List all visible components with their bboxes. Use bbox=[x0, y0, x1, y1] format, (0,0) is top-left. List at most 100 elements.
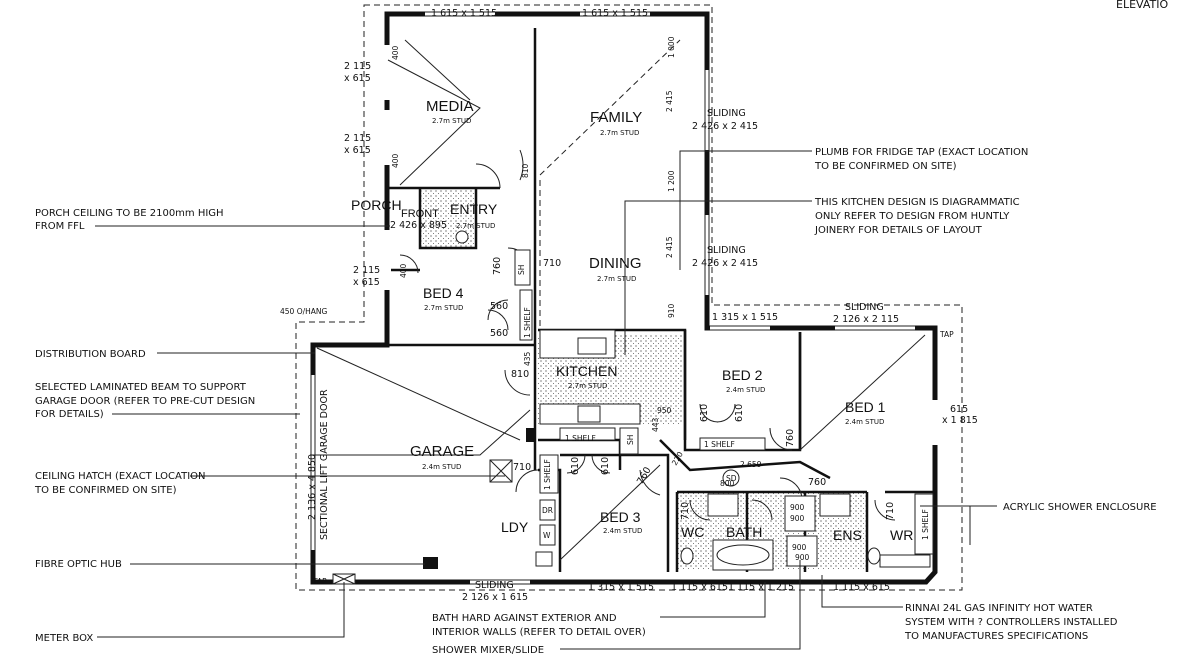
room-dining: DINING bbox=[589, 255, 642, 272]
label-443: 443 bbox=[651, 417, 660, 432]
label-shelf-4: 1 SHELF bbox=[704, 440, 735, 449]
garage-door-label: SECTIONAL LIFT GARAGE DOOR bbox=[319, 389, 330, 540]
dim-bed3-bottom: 1 315 x 1 515 bbox=[588, 582, 654, 593]
dim-sliding-1-label: SLIDING bbox=[707, 108, 746, 119]
label-610-a: 610 bbox=[570, 457, 581, 475]
label-1000: 1 000 bbox=[667, 36, 676, 58]
label-810-kitchen: 810 bbox=[511, 369, 529, 380]
note-ceiling-hatch-2: TO BE CONFIRMED ON SITE) bbox=[34, 485, 177, 496]
note-kitchen-design-3: JOINERY FOR DETAILS OF LAYOUT bbox=[814, 225, 983, 236]
dim-overhang: 450 O/HANG bbox=[280, 307, 328, 316]
label-435: 435 bbox=[523, 351, 532, 366]
label-2659: 2 659 bbox=[740, 460, 762, 469]
label-710-a: 710 bbox=[543, 258, 561, 269]
dim-media-upper-a: 2 115 bbox=[344, 61, 371, 72]
label-400-c: 400 bbox=[399, 263, 408, 278]
label-2415-a: 2 415 bbox=[665, 90, 674, 112]
dim-media-lower-a: 2 115 bbox=[344, 133, 371, 144]
room-bed4-stud: 2.7m STUD bbox=[424, 304, 463, 312]
room-media-stud: 2.7m STUD bbox=[432, 117, 471, 125]
note-ceiling-hatch-1: CEILING HATCH (EXACT LOCATION bbox=[35, 471, 206, 482]
label-sd: SD bbox=[726, 474, 737, 483]
room-bed1-stud: 2.4m STUD bbox=[845, 418, 884, 426]
note-kitchen-design-1: THIS KITCHEN DESIGN IS DIAGRAMMATIC bbox=[814, 197, 1020, 208]
note-fridge-tap-1: PLUMB FOR FRIDGE TAP (EXACT LOCATION bbox=[815, 147, 1028, 158]
label-tap-1: TAP bbox=[312, 577, 327, 586]
label-560-a: 560 bbox=[490, 301, 508, 312]
note-kitchen-design-2: ONLY REFER TO DESIGN FROM HUNTLY bbox=[815, 211, 1010, 222]
label-900-a: 900 bbox=[790, 503, 805, 512]
room-bed4: BED 4 bbox=[423, 285, 464, 301]
label-910: 910 bbox=[667, 303, 676, 318]
room-porch: PORCH bbox=[351, 197, 402, 213]
label-sh-2: SH bbox=[626, 435, 635, 445]
room-garage: GARAGE bbox=[410, 443, 474, 460]
label-shelf-3: 1 SHELF bbox=[543, 459, 552, 490]
label-shelf-2: 1 SHELF bbox=[565, 434, 596, 443]
label-900-d: 900 bbox=[795, 553, 810, 562]
dim-top-right: 1 615 x 1 515 bbox=[582, 8, 648, 19]
room-dining-stud: 2.7m STUD bbox=[597, 275, 636, 283]
room-ldy: LDY bbox=[501, 519, 529, 535]
garage-door-size: 2 136 x 4 850 bbox=[307, 454, 318, 520]
note-rinnai-1: RINNAI 24L GAS INFINITY HOT WATER bbox=[905, 603, 1093, 614]
room-entry-stud: 2.7m STUD bbox=[456, 222, 495, 230]
room-wr: WR bbox=[890, 527, 913, 543]
label-710-c: 710 bbox=[680, 502, 691, 520]
room-ens: ENS bbox=[833, 527, 862, 543]
openings bbox=[309, 10, 939, 586]
note-bath-hard-1: BATH HARD AGAINST EXTERIOR AND bbox=[432, 613, 617, 624]
label-tap-2: TAP bbox=[939, 330, 954, 339]
label-shelf-5: 1 SHELF bbox=[921, 509, 930, 540]
room-wc: WC bbox=[681, 524, 704, 540]
note-porch-ceiling-2: FROM FFL bbox=[35, 221, 85, 232]
room-bed2: BED 2 bbox=[722, 367, 763, 383]
note-acrylic-shower: ACRYLIC SHOWER ENCLOSURE bbox=[1003, 502, 1157, 513]
note-beam-3: FOR DETAILS) bbox=[35, 409, 104, 420]
note-porch-ceiling-1: PORCH CEILING TO BE 2100mm HIGH bbox=[35, 208, 224, 219]
room-bed3-stud: 2.4m STUD bbox=[603, 527, 642, 535]
dim-top-left: 1 615 x 1 515 bbox=[431, 8, 497, 19]
dim-bottom-sliding-label: SLIDING bbox=[475, 580, 514, 591]
room-media: MEDIA bbox=[426, 98, 474, 115]
room-bed3: BED 3 bbox=[600, 509, 641, 525]
note-rinnai-2: SYSTEM WITH ? CONTROLLERS INSTALLED bbox=[905, 617, 1118, 628]
leader-lines bbox=[95, 150, 997, 650]
dim-media-upper-b: x 615 bbox=[344, 73, 371, 84]
dim-front-size: 2 426 x 895 bbox=[390, 220, 447, 231]
roof-outline bbox=[295, 4, 963, 591]
dim-bottom-sliding-size: 2 126 x 1 615 bbox=[462, 592, 528, 603]
label-710-d: 710 bbox=[885, 502, 896, 520]
room-family-stud: 2.7m STUD bbox=[600, 129, 639, 137]
room-bed1: BED 1 bbox=[845, 399, 886, 415]
dim-bed1-sliding-size: 2 126 x 2 115 bbox=[833, 314, 899, 325]
note-rinnai-3: TO MANUFACTURES SPECIFICATIONS bbox=[904, 631, 1088, 642]
note-shower-mixer: SHOWER MIXER/SLIDE bbox=[432, 645, 544, 656]
distribution-board-marker bbox=[526, 428, 534, 442]
label-1200: 1 200 bbox=[667, 170, 676, 192]
room-family: FAMILY bbox=[590, 109, 642, 126]
room-front: FRONT bbox=[401, 208, 439, 220]
dim-bed2-top: 1 315 x 1 515 bbox=[712, 312, 778, 323]
label-900-c: 900 bbox=[792, 543, 807, 552]
note-meter-box: METER BOX bbox=[35, 633, 93, 644]
room-kitchen-stud: 2.7m STUD bbox=[568, 382, 607, 390]
dim-bed4-b: x 615 bbox=[353, 277, 380, 288]
label-810-media: 810 bbox=[521, 163, 530, 178]
room-garage-stud: 2.4m STUD bbox=[422, 463, 461, 471]
note-fridge-tap-2: TO BE CONFIRMED ON SITE) bbox=[814, 161, 957, 172]
fixtures bbox=[332, 230, 934, 585]
note-distribution-board: DISTRIBUTION BOARD bbox=[35, 349, 146, 360]
label-760-c: 760 bbox=[785, 429, 796, 447]
note-bath-hard-2: INTERIOR WALLS (REFER TO DETAIL OVER) bbox=[432, 627, 646, 638]
label-2415-b: 2 415 bbox=[665, 236, 674, 258]
label-610-c: 610 bbox=[699, 404, 710, 422]
dim-media-lower-b: x 615 bbox=[344, 145, 371, 156]
dim-wr-bottom: 1 115 x 615 bbox=[833, 582, 890, 593]
room-entry: ENTRY bbox=[450, 201, 498, 217]
label-560-b: 560 bbox=[490, 328, 508, 339]
dim-sliding-2-label: SLIDING bbox=[707, 245, 746, 256]
dim-sliding-2-size: 2 426 x 2 415 bbox=[692, 258, 758, 269]
room-bath: BATH bbox=[726, 524, 762, 540]
